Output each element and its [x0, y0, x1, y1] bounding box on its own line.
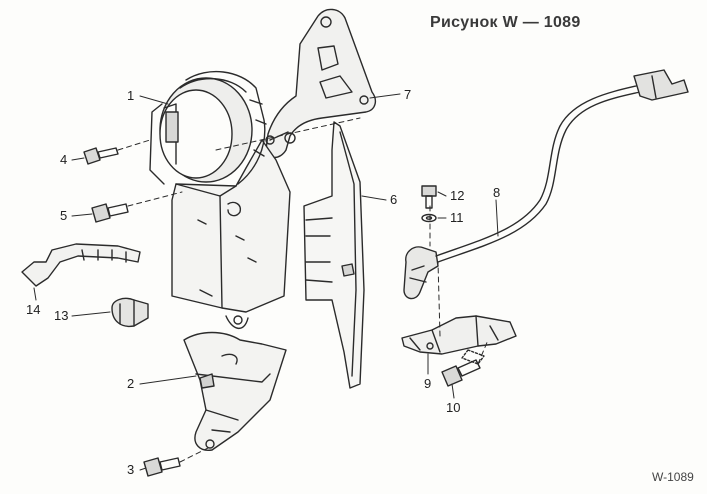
- bolt-4: [84, 148, 118, 164]
- callout-11: 11: [450, 210, 464, 225]
- callout-13: 13: [54, 308, 69, 323]
- main-cover-housing: [150, 72, 290, 329]
- washer-11: [422, 215, 436, 222]
- small-bolt-12: [422, 186, 436, 208]
- leader-lines: [33, 93, 499, 471]
- bolt-3: [144, 458, 180, 476]
- callout-4: 4: [60, 152, 68, 167]
- callout-1: 1: [127, 88, 135, 103]
- sensor-bracket-9: [402, 316, 516, 364]
- callout-12: 12: [450, 188, 465, 203]
- callout-2: 2: [127, 376, 135, 391]
- callout-7: 7: [404, 87, 412, 102]
- assembly-axis-lines: [117, 117, 489, 463]
- bolt-5: [92, 204, 128, 222]
- crank-sensor-8: [404, 70, 688, 299]
- callout-3: 3: [127, 462, 135, 477]
- lower-cover: [184, 333, 286, 451]
- callout-9: 9: [424, 376, 432, 391]
- upper-mounting-bracket: [266, 9, 375, 157]
- hose-clamp: [112, 298, 148, 326]
- bracket-strip: [22, 244, 140, 286]
- figure-code: W-1089: [652, 470, 694, 484]
- figure-title: Рисунок W — 1089: [430, 14, 581, 31]
- callout-6: 6: [390, 192, 398, 207]
- bolt-10: [442, 360, 480, 386]
- callout-5: 5: [60, 208, 68, 223]
- callout-10: 10: [446, 400, 461, 415]
- callout-14: 14: [26, 302, 41, 317]
- callout-8: 8: [493, 185, 501, 200]
- gasket: [304, 122, 364, 388]
